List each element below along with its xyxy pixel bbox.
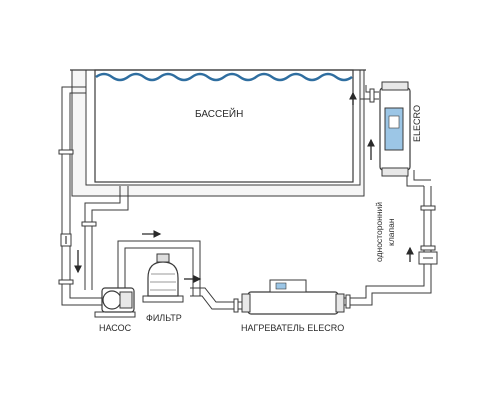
coupling: [58, 149, 74, 155]
check-valve: [60, 233, 438, 265]
heater-label: НАГРЕВАТЕЛЬ ELECRO: [241, 323, 344, 333]
filter-base: [142, 295, 184, 303]
pump-motor: [119, 291, 133, 309]
pool-inner-basin: [94, 69, 354, 183]
pipe-riser-top-inner: [413, 170, 431, 181]
check-valve-label-line2: клапан: [386, 218, 396, 246]
pipe-filter-heater-inner: [190, 295, 244, 310]
heater-display: [275, 282, 287, 290]
pump: НАСОС: [94, 287, 136, 333]
pump-label: НАСОС: [99, 323, 132, 333]
pipe-skimmer-outer: [91, 186, 129, 290]
heater-control-box: [384, 107, 404, 151]
pipe-couplings: [58, 88, 436, 313]
heater-end-cap-left: [241, 293, 251, 313]
heater-icon: [247, 291, 339, 315]
heater-bottom: НАГРЕВАТЕЛЬ ELECRO: [241, 279, 345, 333]
heater-end-cap-top: [381, 81, 409, 91]
check-valve-label-line1: односторонний: [374, 202, 384, 262]
filter: ФИЛЬТР: [142, 253, 184, 323]
pump-icon: [102, 290, 122, 310]
heater-end-cap-right: [335, 293, 345, 313]
coupling: [420, 245, 436, 251]
filter-label: ФИЛЬТР: [146, 313, 182, 323]
pool-label: БАССЕЙН: [195, 107, 243, 120]
pipe-skimmer-inner: [84, 186, 121, 290]
pipe-riser-top-outer: [406, 170, 424, 187]
flow-arrows: [74, 91, 414, 283]
pipe-left-outer: [61, 86, 104, 306]
heater-display: [388, 115, 400, 129]
pool: БАССЕЙН: [70, 69, 366, 197]
pipe-pump-filter-outer: [117, 240, 201, 296]
coupling: [345, 294, 351, 309]
coupling: [233, 298, 239, 313]
coupling: [81, 221, 97, 227]
pump-base: [94, 311, 136, 318]
water-surface: [95, 72, 353, 82]
pipe-left-inner: [69, 92, 104, 299]
filter-top-valve: [156, 253, 170, 263]
filter-ribs: [150, 273, 176, 291]
heater-top: ELECRO: [379, 81, 422, 177]
pipe-return-pool-outer: [365, 85, 379, 93]
heater-end-cap-bottom: [381, 167, 409, 177]
coupling: [58, 279, 74, 285]
pipe-filter-heater-outer: [190, 287, 244, 303]
check-valve-label: односторонний клапан: [374, 202, 396, 262]
pipe-pump-filter-inner: [124, 247, 194, 296]
filter-icon: [147, 261, 179, 297]
coupling: [420, 205, 436, 211]
heater-control-box: [269, 279, 307, 293]
coupling: [369, 88, 375, 103]
heater-vertical-label: ELECRO: [412, 105, 422, 142]
